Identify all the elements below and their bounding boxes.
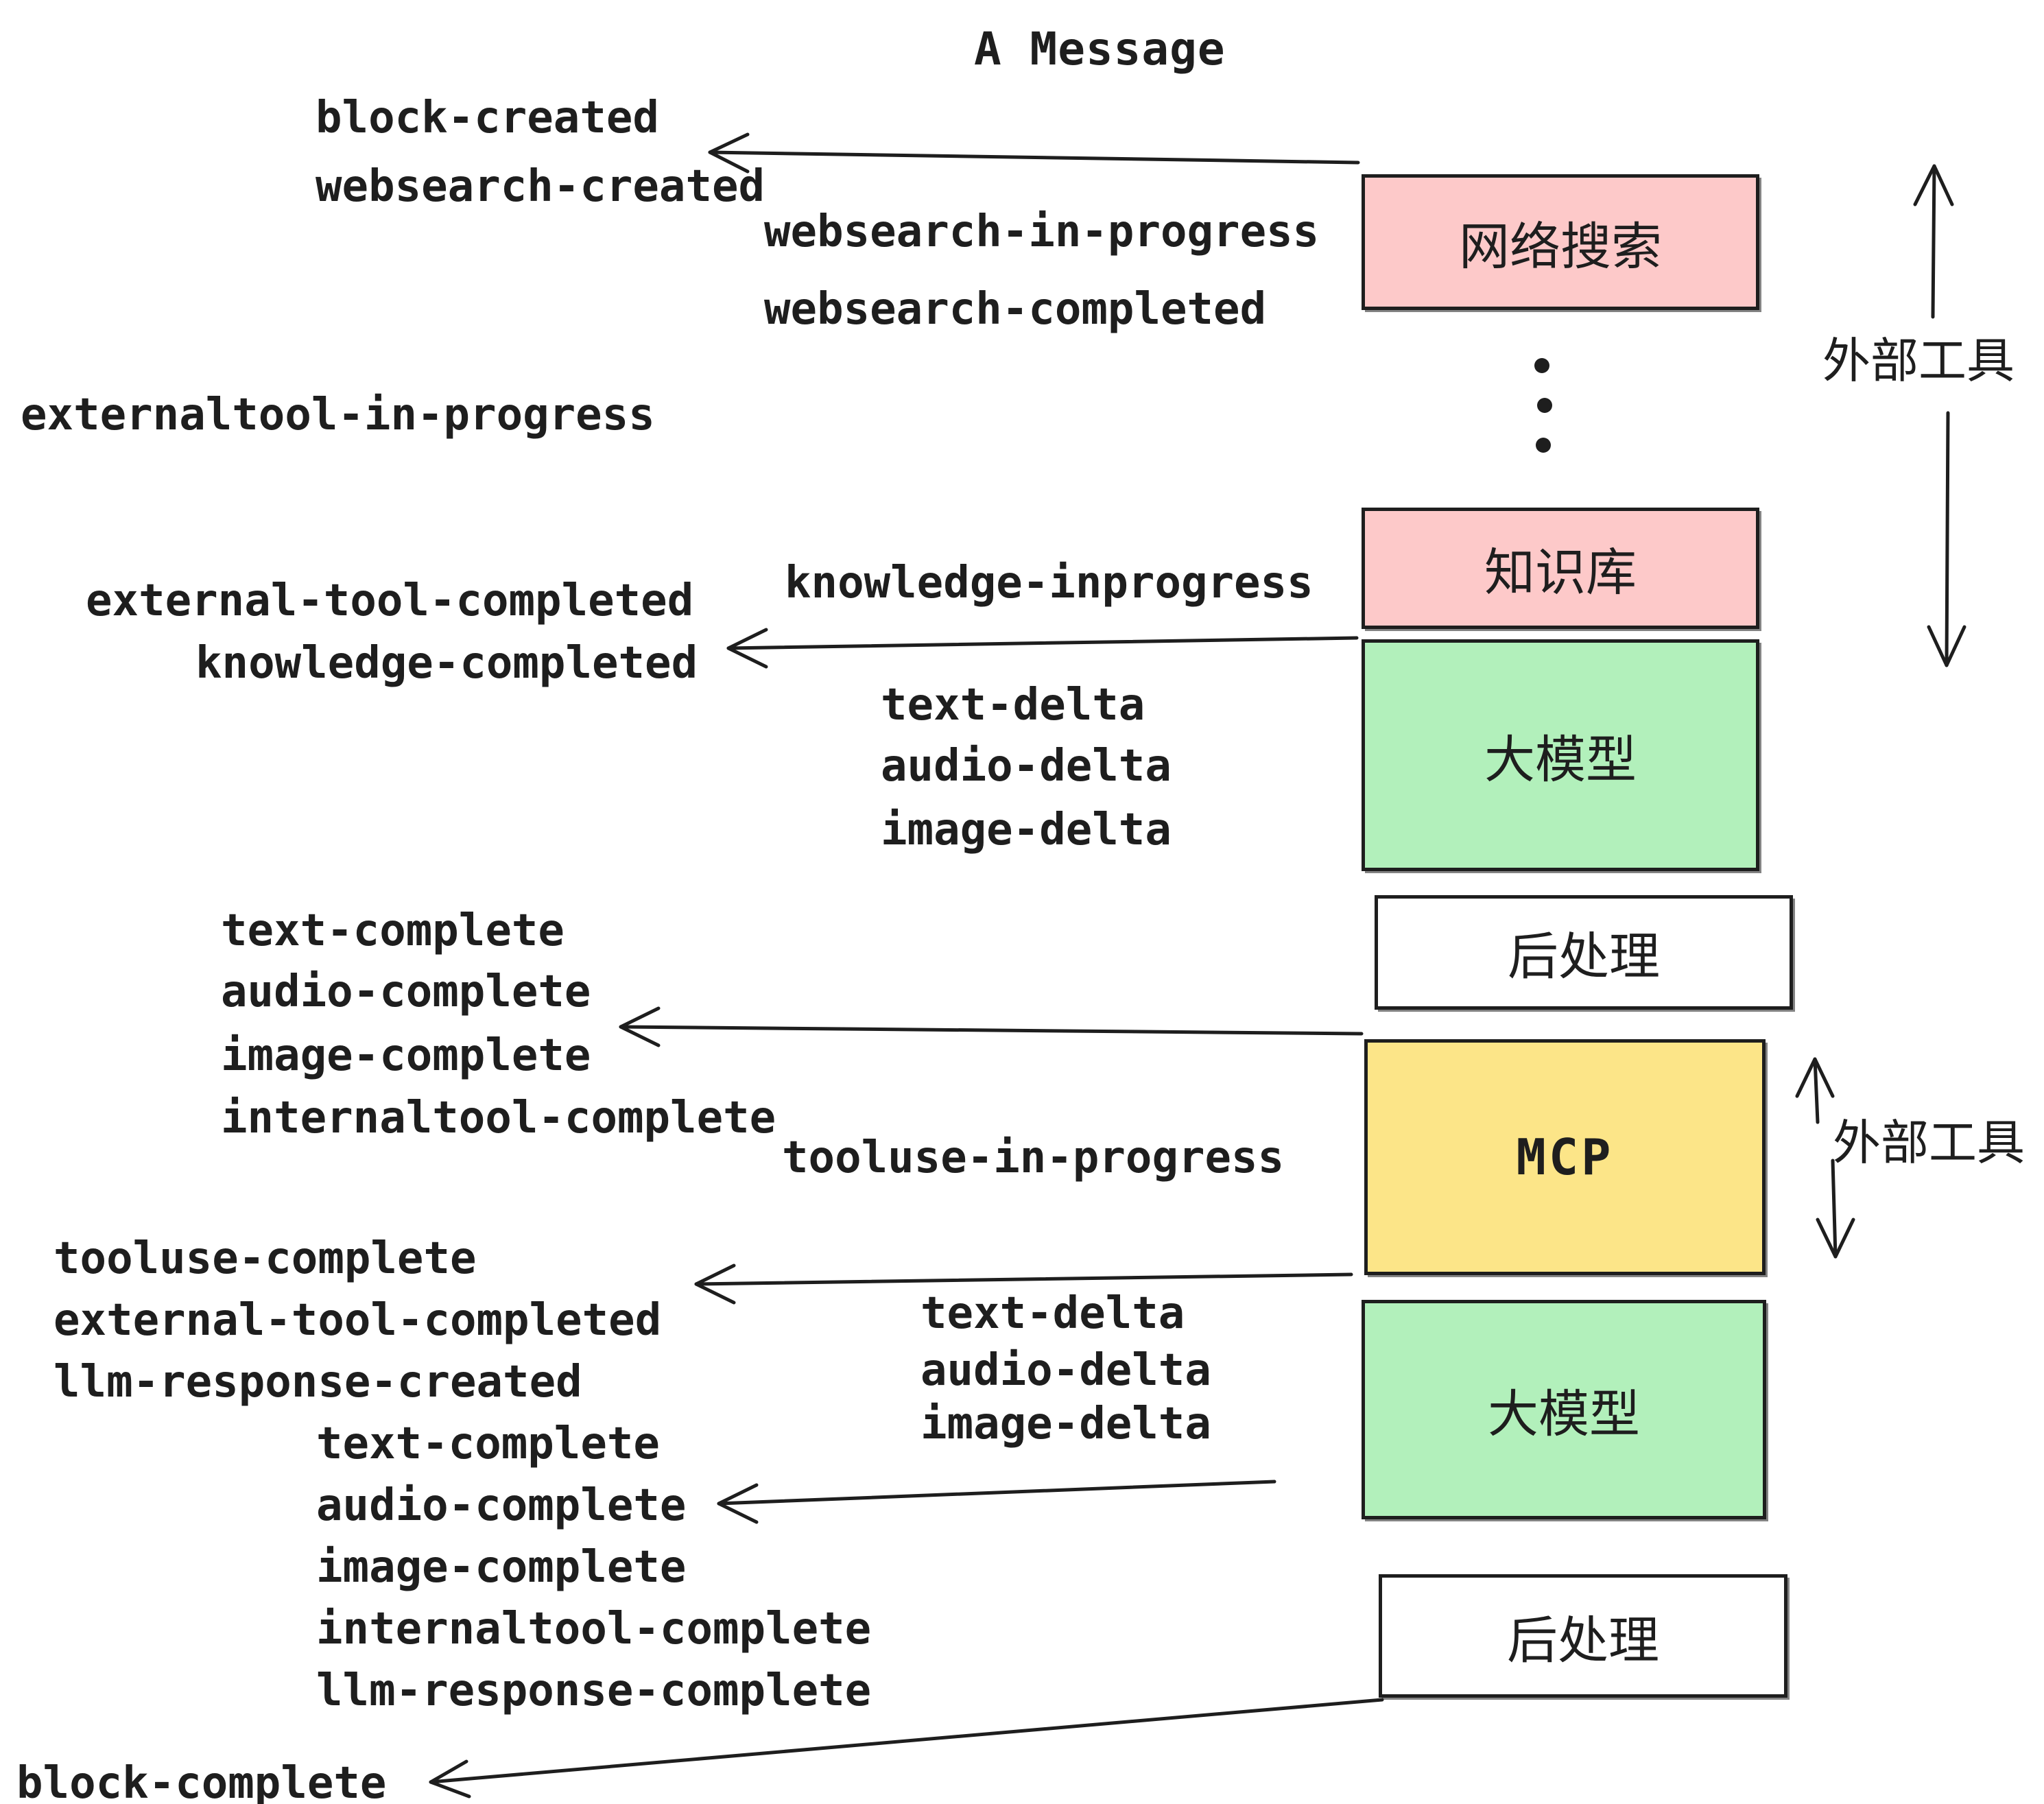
- event-label-image-delta-1: image-delta: [881, 805, 1172, 855]
- external-tools-label-1: 外部工具: [1822, 333, 2015, 389]
- external-tools-arrow-down-1: [1927, 411, 1966, 667]
- event-label-text-delta-2: text-delta: [920, 1288, 1185, 1339]
- external-tools-arrow-down-2: [1816, 1159, 1855, 1259]
- box-llm-1: 大模型: [1362, 639, 1759, 871]
- event-label-tooluse-complete: tooluse-complete: [54, 1233, 477, 1284]
- box-knowledge: 知识库: [1362, 508, 1759, 629]
- event-label-tooluse-in-progress: tooluse-in-progress: [782, 1132, 1285, 1183]
- event-label-text-complete-2: text-complete: [316, 1419, 660, 1469]
- box-post-2-label: 后处理: [1507, 1611, 1659, 1670]
- event-label-external-tool-completed-2: external-tool-completed: [54, 1295, 662, 1346]
- event-label-websearch-in-progress: websearch-in-progress: [764, 206, 1320, 257]
- event-label-llm-response-created: llm-response-created: [54, 1357, 582, 1408]
- event-label-audio-delta-2: audio-delta: [920, 1345, 1211, 1396]
- arrow-block-created: [708, 132, 1360, 174]
- external-tools-arrow-up-2: [1795, 1057, 1835, 1124]
- external-tools-arrow-up-1: [1913, 164, 1954, 319]
- box-websearch: 网络搜索: [1362, 174, 1759, 310]
- event-label-audio-delta-1: audio-delta: [881, 741, 1172, 792]
- arrow-audio-complete: [717, 1480, 1276, 1524]
- event-label-websearch-completed: websearch-completed: [764, 284, 1267, 335]
- box-mcp-label: MCP: [1516, 1128, 1614, 1186]
- event-label-audio-complete-2: audio-complete: [316, 1480, 687, 1531]
- arrow-image-complete: [619, 1006, 1364, 1047]
- event-label-websearch-created: websearch-created: [316, 161, 765, 212]
- box-websearch-label: 网络搜索: [1459, 217, 1662, 276]
- arrow-knowledge-completed: [726, 628, 1359, 669]
- ellipsis-dots: [1534, 358, 1552, 453]
- arrow-tooluse-complete: [694, 1263, 1353, 1305]
- event-label-block-complete: block-complete: [16, 1758, 387, 1804]
- event-label-image-delta-2: image-delta: [920, 1399, 1211, 1449]
- event-label-image-complete-2: image-complete: [316, 1542, 687, 1593]
- event-label-image-complete-1: image-complete: [221, 1030, 591, 1081]
- box-llm-1-label: 大模型: [1484, 730, 1637, 790]
- box-mcp: MCP: [1364, 1039, 1766, 1275]
- box-post-1: 后处理: [1375, 895, 1793, 1010]
- diagram-title: A Message: [974, 23, 1226, 75]
- event-label-audio-complete-1: audio-complete: [221, 966, 591, 1017]
- event-label-text-complete-1: text-complete: [221, 905, 565, 956]
- event-label-knowledge-inprogress: knowledge-inprogress: [785, 558, 1314, 608]
- box-knowledge-label: 知识库: [1484, 543, 1637, 602]
- external-tools-label-2: 外部工具: [1833, 1115, 2025, 1171]
- box-post-1-label: 后处理: [1508, 927, 1660, 986]
- event-label-internaltool-complete-2: internaltool-complete: [316, 1604, 872, 1654]
- event-label-knowledge-completed: knowledge-completed: [195, 638, 698, 689]
- event-label-internaltool-complete-1: internaltool-complete: [221, 1093, 776, 1143]
- event-label-external-tool-completed: external-tool-completed: [86, 575, 694, 626]
- box-post-2: 后处理: [1379, 1574, 1787, 1698]
- arrow-block-complete: [429, 1698, 1384, 1799]
- event-label-externaltool-in-progress: externaltool-in-progress: [21, 390, 655, 440]
- event-label-text-delta-1: text-delta: [881, 680, 1145, 731]
- box-llm-2-label: 大模型: [1488, 1384, 1640, 1444]
- box-llm-2: 大模型: [1362, 1300, 1766, 1519]
- event-label-llm-response-complete: llm-response-complete: [316, 1665, 872, 1716]
- event-label-block-created: block-created: [316, 93, 659, 143]
